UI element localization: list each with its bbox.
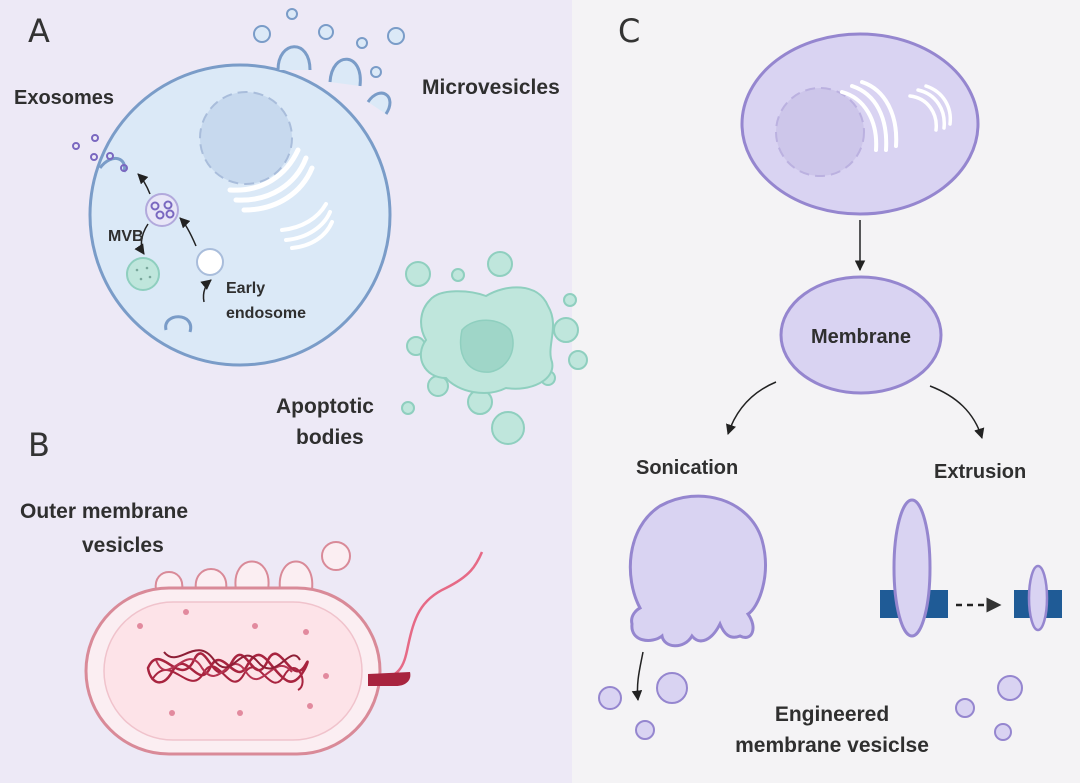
extrusion-assembly [880, 498, 1062, 741]
label-endosome: endosome [226, 305, 306, 322]
label-sonication: Sonication [636, 457, 738, 479]
label-engineered: Engineered [775, 703, 889, 726]
panel-c-letter: C [618, 12, 640, 50]
label-mvb: MVB [108, 228, 144, 245]
arrow-to-extrusion [929, 385, 985, 440]
label-omv-vesicles: vesicles [82, 534, 164, 557]
label-extrusion: Extrusion [934, 461, 1026, 483]
source-cell [740, 32, 980, 216]
arrow-to-sonication [726, 381, 777, 435]
label-apoptotic: Apoptotic [276, 395, 374, 418]
sonication-vesicle [598, 494, 767, 740]
panel-a-letter: A [28, 12, 50, 50]
cell [88, 45, 392, 367]
panel-b-letter: B [28, 426, 50, 464]
bacterium [84, 541, 484, 756]
panel-a: A [14, 8, 588, 449]
panel-c: C Membrane Sonication Extrusion [598, 12, 1062, 757]
label-outer-membrane: Outer membrane [20, 500, 188, 523]
label-exosomes: Exosomes [14, 87, 114, 109]
label-early: Early [226, 280, 265, 297]
label-membrane-vesicles: membrane vesiclse [735, 734, 929, 757]
label-membrane: Membrane [811, 326, 911, 348]
panel-b: B [20, 426, 484, 756]
exosome-particles [72, 134, 128, 172]
membrane-ellipse [779, 275, 943, 395]
microvesicle-particles [253, 8, 405, 78]
label-microvesicles: Microvesicles [422, 76, 560, 99]
apoptotic-cell [401, 251, 588, 445]
label-bodies: bodies [296, 426, 364, 449]
